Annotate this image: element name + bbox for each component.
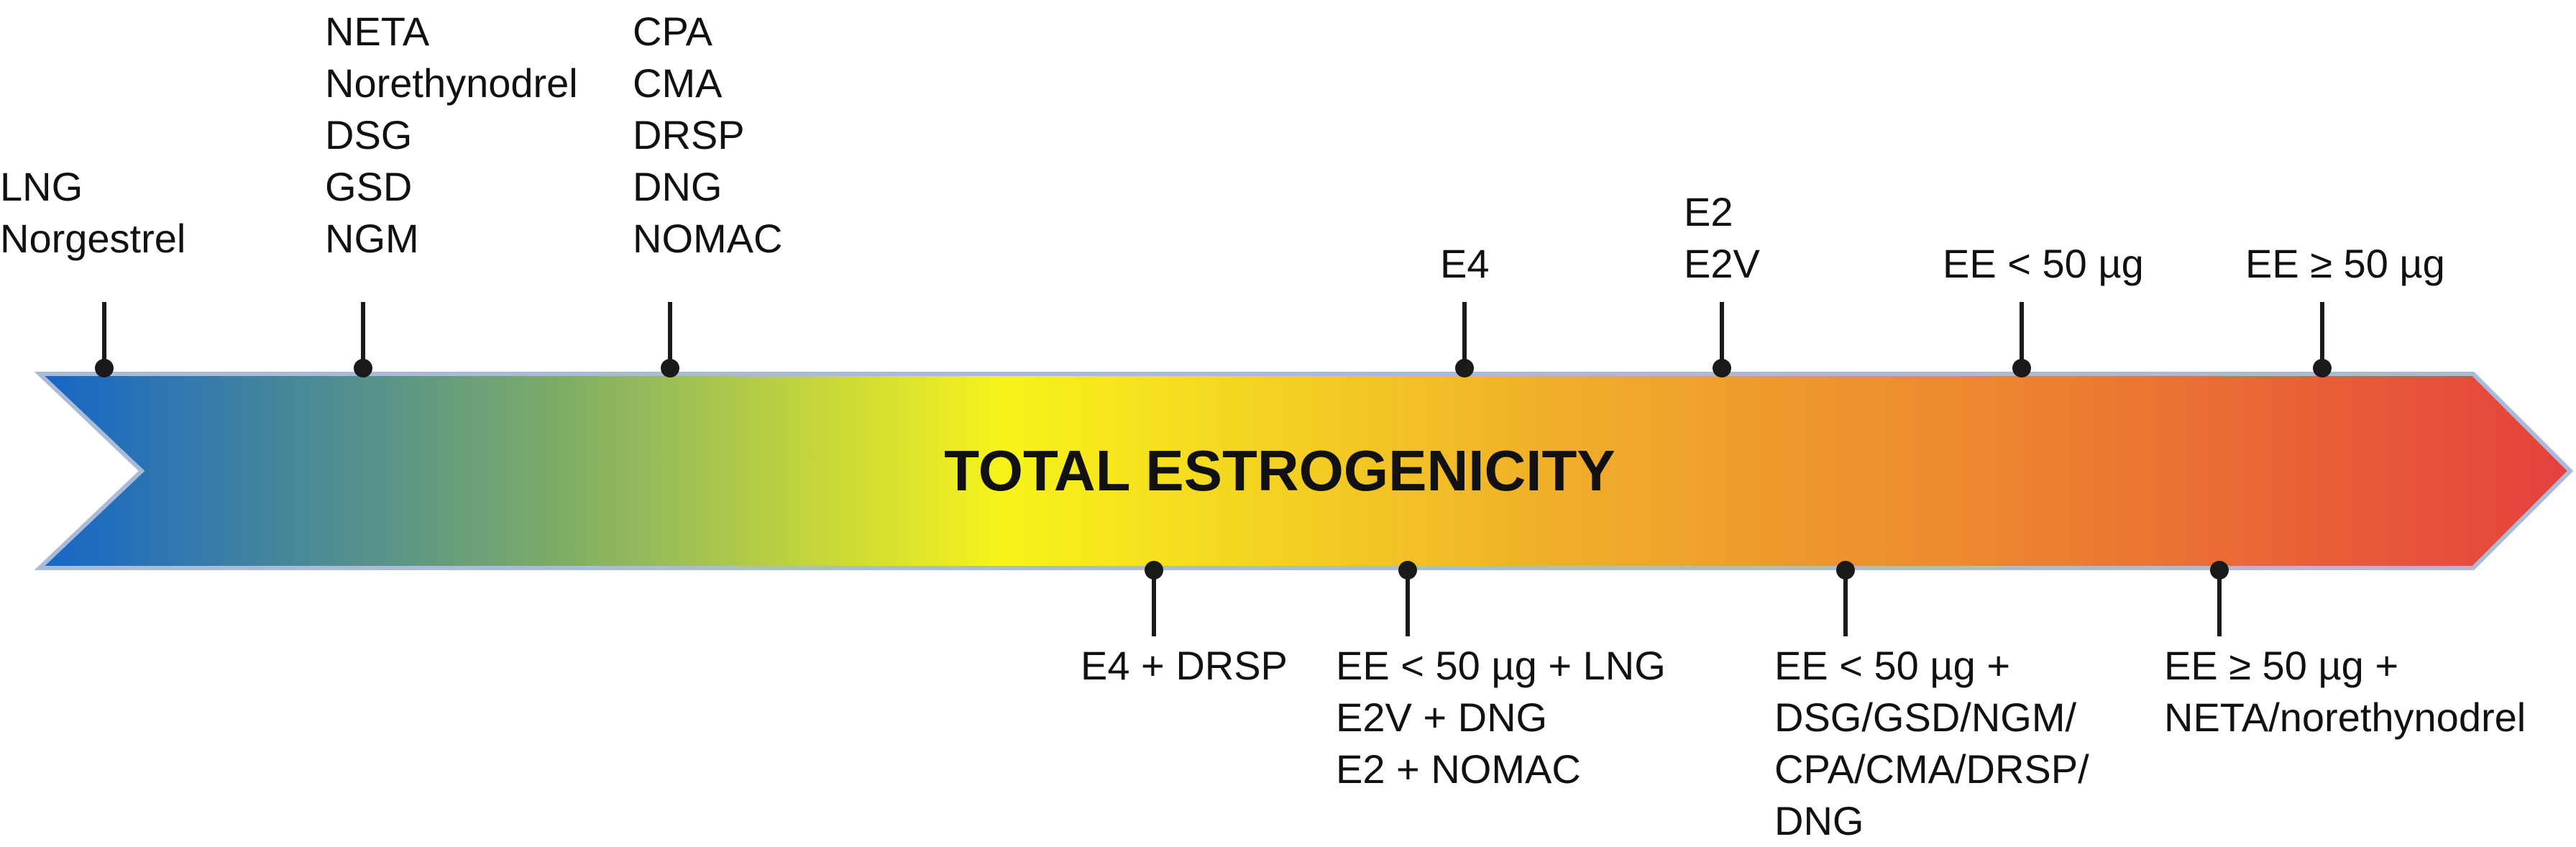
bottom-marker-stem-1 bbox=[1398, 561, 1417, 636]
bottom-marker-label-2-line: EE < 50 µg + bbox=[1774, 643, 2011, 688]
top-marker-label-5-line: EE < 50 µg bbox=[1943, 241, 2144, 286]
top-marker-label-0-line: LNG bbox=[0, 164, 83, 209]
top-marker-stem-2 bbox=[661, 302, 679, 377]
top-marker-label-1-line: NGM bbox=[325, 216, 419, 261]
bottom-marker-label-1-line: E2 + NOMAC bbox=[1336, 746, 1581, 792]
bottom-marker-stem-1-dot bbox=[1398, 561, 1417, 580]
top-marker-stem-0 bbox=[95, 302, 114, 377]
top-marker-label-2-line: DNG bbox=[633, 164, 723, 209]
bottom-marker-label-0-line: E4 + DRSP bbox=[1081, 643, 1288, 688]
top-marker-label-1-line: Norethynodrel bbox=[325, 60, 578, 106]
bottom-marker-stem-3-dot bbox=[2210, 561, 2229, 580]
top-marker-label-6-line: EE ≥ 50 µg bbox=[2245, 241, 2445, 286]
bottom-marker-stem-0-dot bbox=[1145, 561, 1163, 580]
top-marker-stem-1-dot bbox=[354, 359, 372, 377]
top-marker-stem-3-dot bbox=[1455, 359, 1474, 377]
top-marker-stem-3 bbox=[1455, 302, 1474, 377]
bottom-marker-stem-3 bbox=[2210, 561, 2229, 636]
top-marker-label-4-line: E2V bbox=[1684, 241, 1760, 286]
top-marker-label-0-line: Norgestrel bbox=[0, 216, 186, 261]
top-marker-label-3-line: E4 bbox=[1440, 241, 1490, 286]
top-marker-label-2-line: DRSP bbox=[633, 112, 745, 157]
top-marker-label-2: CPA CMA DRSP DNG NOMAC bbox=[633, 6, 782, 265]
bottom-marker-stem-0 bbox=[1145, 561, 1163, 636]
top-marker-label-6: EE ≥ 50 µg bbox=[2245, 238, 2445, 290]
top-marker-label-0: LNG Norgestrel bbox=[0, 161, 185, 265]
bottom-marker-label-3: EE ≥ 50 µg + NETA/norethynodrel bbox=[2164, 640, 2526, 743]
top-marker-stem-4-dot bbox=[1713, 359, 1731, 377]
top-marker-stem-2-dot bbox=[661, 359, 679, 377]
top-marker-label-5: EE < 50 µg bbox=[1943, 238, 2144, 290]
estrogenicity-arrow bbox=[34, 372, 2574, 570]
top-marker-stem-5 bbox=[2012, 302, 2031, 377]
bottom-marker-label-3-line: NETA/norethynodrel bbox=[2164, 695, 2526, 740]
top-marker-stem-4 bbox=[1713, 302, 1731, 377]
top-marker-label-2-line: CPA bbox=[633, 9, 712, 54]
top-marker-label-3: E4 bbox=[1440, 238, 1490, 290]
bottom-marker-label-1: EE < 50 µg + LNG E2V + DNG E2 + NOMAC bbox=[1336, 640, 1666, 795]
top-marker-label-1-line: NETA bbox=[325, 9, 430, 54]
top-marker-stem-5-dot bbox=[2012, 359, 2031, 377]
top-marker-label-1-line: DSG bbox=[325, 112, 413, 157]
bottom-marker-label-2-line: DSG/GSD/NGM/ bbox=[1774, 695, 2077, 740]
top-marker-label-1-line: GSD bbox=[325, 164, 413, 209]
top-marker-stem-6 bbox=[2313, 302, 2332, 377]
top-marker-stem-1 bbox=[354, 302, 372, 377]
top-marker-label-2-line: NOMAC bbox=[633, 216, 783, 261]
diagram-title: TOTAL ESTROGENICITY bbox=[944, 439, 1615, 503]
bottom-marker-label-1-line: EE < 50 µg + LNG bbox=[1336, 643, 1666, 688]
bottom-marker-label-3-line: EE ≥ 50 µg + bbox=[2164, 643, 2399, 688]
bottom-marker-label-2: EE < 50 µg + DSG/GSD/NGM/CPA/CMA/DRSP/DNG bbox=[1774, 640, 2089, 847]
top-marker-label-4-line: E2 bbox=[1684, 189, 1733, 234]
bottom-marker-label-1-line: E2V + DNG bbox=[1336, 695, 1548, 740]
top-marker-label-2-line: CMA bbox=[633, 60, 723, 106]
bottom-marker-label-2-line: DNG bbox=[1774, 798, 1864, 843]
marker-stems bbox=[95, 302, 2332, 636]
bottom-marker-stem-2-dot bbox=[1836, 561, 1855, 580]
top-marker-stem-0-dot bbox=[95, 359, 114, 377]
bottom-marker-stem-2 bbox=[1836, 561, 1855, 636]
bottom-marker-label-2-line: CPA/CMA/DRSP/ bbox=[1774, 746, 2089, 792]
top-marker-stem-6-dot bbox=[2313, 359, 2332, 377]
bottom-marker-label-0: E4 + DRSP bbox=[1081, 640, 1288, 692]
